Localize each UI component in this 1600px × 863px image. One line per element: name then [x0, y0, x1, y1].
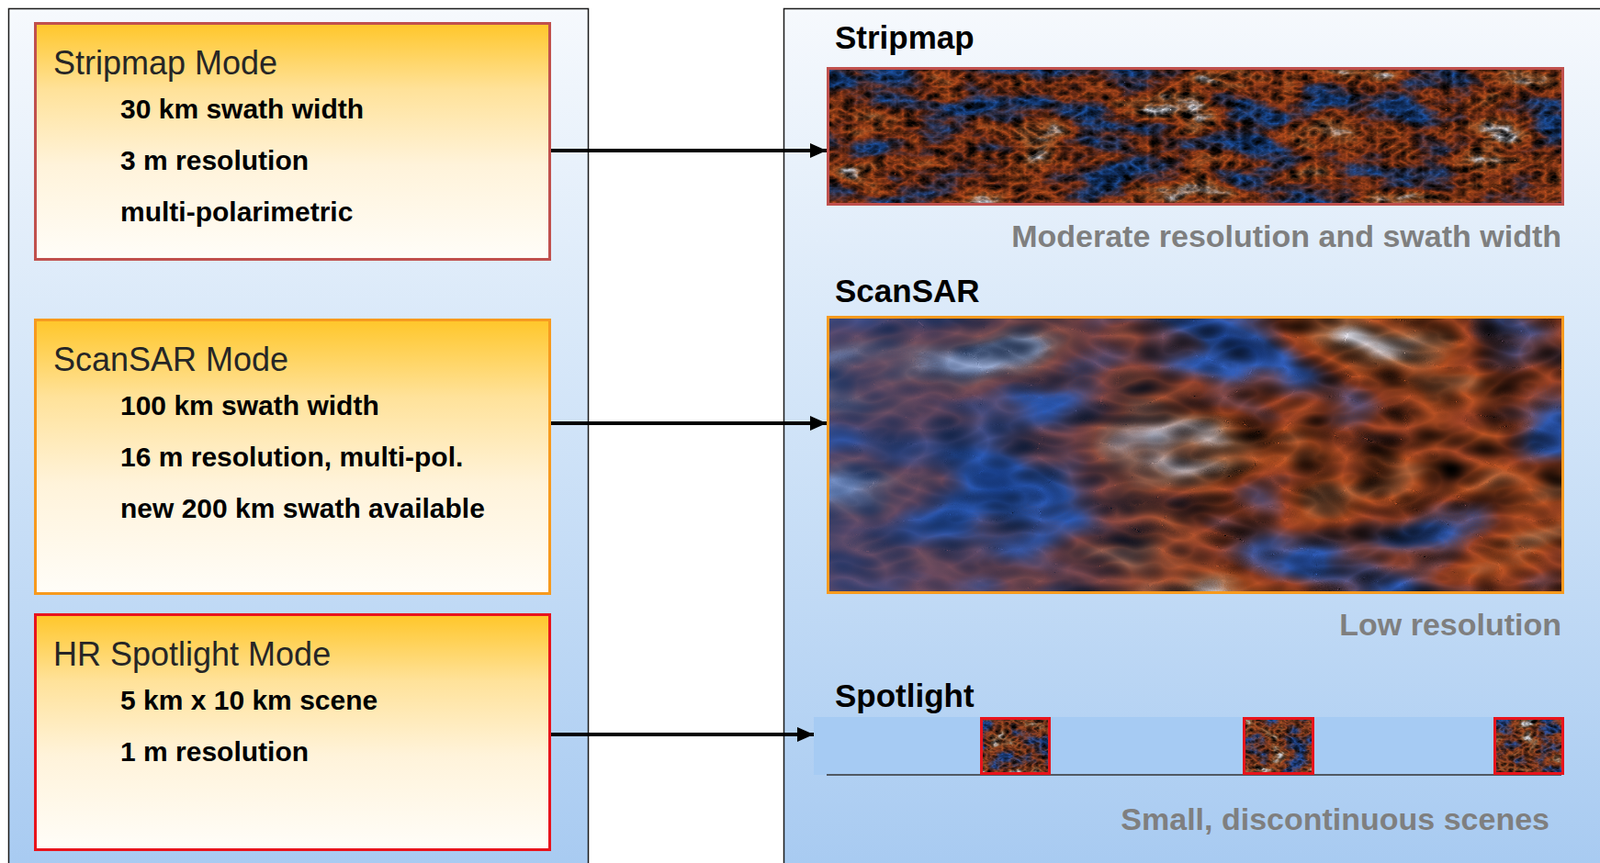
mode-box: ScanSAR Mode100 km swath width16 m resol…: [33, 318, 552, 596]
scene-strip: SpotlightSmall, discontinuous scenes: [813, 717, 1565, 776]
image-caption: Moderate resolution and swath width: [1011, 217, 1562, 255]
scansar-water-tint: [829, 318, 1562, 592]
spotlight-image-border: [981, 719, 1050, 775]
image-heading: Stripmap: [834, 19, 975, 57]
image-caption: Small, discontinuous scenes: [1120, 800, 1550, 838]
mode-heading: Stripmap Mode: [36, 43, 538, 84]
scansar-image: [829, 318, 1562, 592]
mode-feature: 16 m resolution, multi-pol.: [36, 431, 538, 484]
mode-feature: 3 m resolution: [36, 135, 538, 187]
stripmap-image: [829, 69, 1562, 203]
mode-feature: 1 m resolution: [36, 726, 538, 778]
spotlight-image: [1493, 717, 1565, 776]
mode-box: Stripmap Mode30 km swath width3 m resolu…: [33, 22, 552, 261]
image-frame: StripmapModerate resolution and swath wi…: [826, 67, 1565, 206]
mode-arrow: [551, 732, 814, 737]
mode-feature: 30 km swath width: [36, 83, 538, 136]
spotlight-image: [1242, 717, 1315, 776]
spotlight-image-border: [1495, 719, 1564, 775]
mode-arrow: [551, 421, 827, 426]
image-heading: ScanSAR: [834, 272, 981, 310]
spotlight-image-border: [1244, 719, 1314, 775]
right-panel: [784, 9, 1600, 863]
mode-feature: multi-polarimetric: [36, 186, 538, 238]
mode-box: HR Spotlight Mode5 km x 10 km scene1 m r…: [33, 613, 552, 852]
mode-heading: HR Spotlight Mode: [36, 634, 538, 676]
spotlight-strip: [813, 717, 1565, 776]
spotlight-image: [980, 717, 1051, 776]
mode-feature: 5 km x 10 km scene: [36, 675, 538, 727]
image-caption: Low resolution: [1339, 606, 1562, 643]
mode-feature: 100 km swath width: [36, 380, 538, 432]
mode-heading: ScanSAR Mode: [36, 339, 538, 381]
image-heading: Spotlight: [834, 677, 975, 715]
ground-track-line: [826, 774, 1562, 777]
mode-arrow: [551, 148, 827, 153]
mode-feature: new 200 km swath available: [36, 483, 538, 535]
left-panel: [9, 9, 589, 863]
image-frame: ScanSARLow resolution: [826, 315, 1565, 595]
